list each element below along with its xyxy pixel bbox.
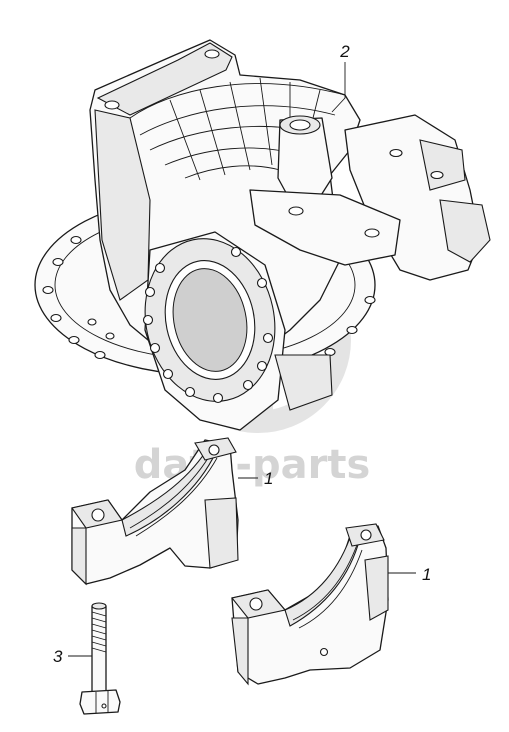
bearing-cap-lower <box>231 523 389 686</box>
bearing-cap-upper <box>71 437 239 586</box>
callout-cap-upper: 1 <box>238 469 273 488</box>
flange-holes <box>42 235 376 360</box>
callout-housing: 2 <box>331 42 350 113</box>
callout-bolt: 3 <box>53 647 92 666</box>
svg-text:3: 3 <box>53 647 63 666</box>
svg-text:1: 1 <box>264 469 273 488</box>
bolt-threads <box>91 611 107 653</box>
housing-part <box>34 39 491 431</box>
svg-text:1: 1 <box>422 565 431 584</box>
neck-bolt-holes <box>142 246 274 404</box>
bolt-part <box>79 602 121 715</box>
svg-text:2: 2 <box>339 42 350 61</box>
callout-cap-lower: 1 <box>388 565 431 584</box>
